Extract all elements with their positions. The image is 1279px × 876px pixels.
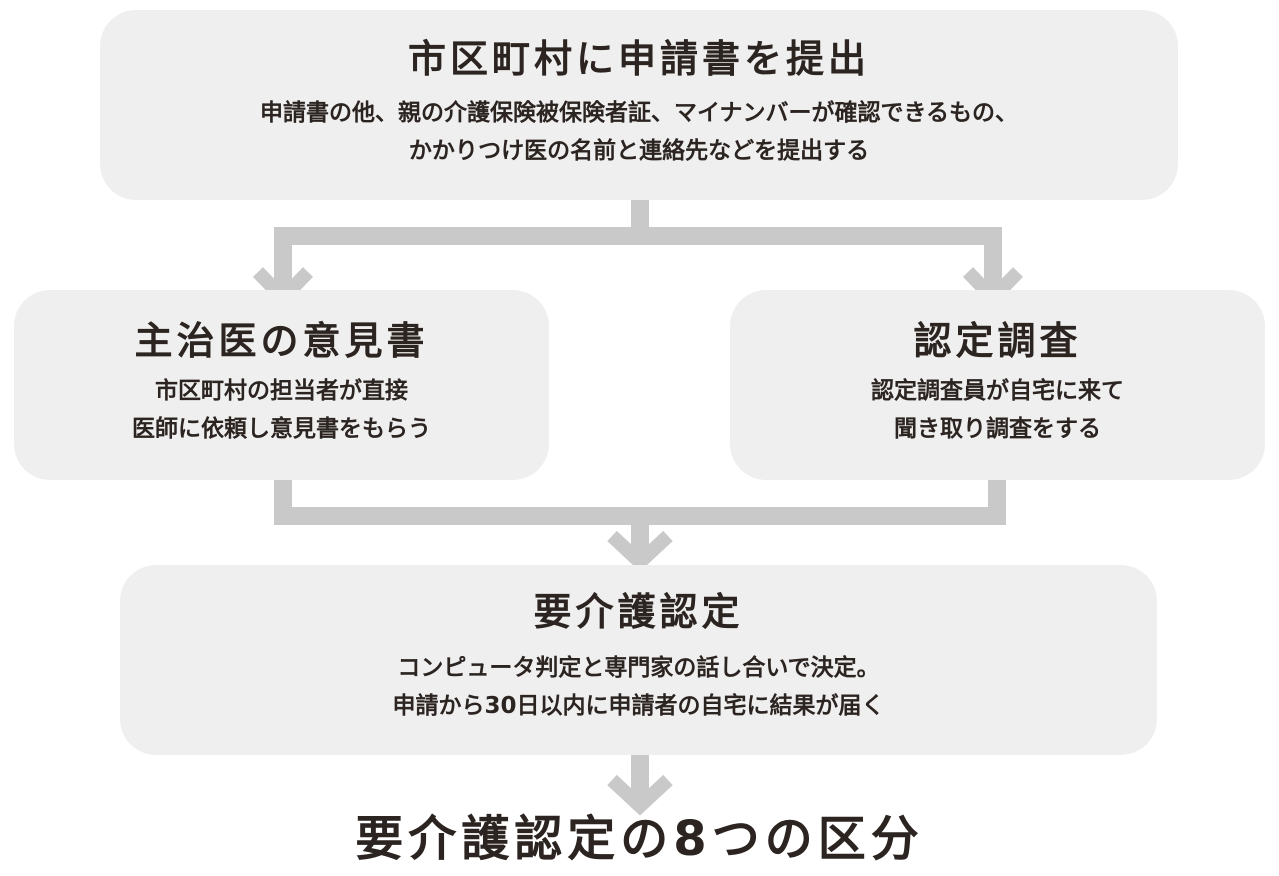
step-doctor-opinion: 主治医の意見書 市区町村の担当者が直接 医師に依頼し意見書をもらう <box>14 290 549 480</box>
step-doctor-line-2: 医師に依頼し意見書をもらう <box>132 416 431 442</box>
step-submit-line-2: かかりつけ医の名前と連絡先などを提出する <box>408 138 870 164</box>
result-title: 要介護認定の8つの区分 <box>355 811 924 867</box>
step-survey-title: 認定調査 <box>913 319 1082 363</box>
step-cert-line-2: 申請から30日以内に申請者の自宅に結果が届く <box>392 693 885 719</box>
step-cert-line-1: コンピュータ判定と専門家の話し合いで決定。 <box>397 655 880 681</box>
step-doctor-title: 主治医の意見書 <box>134 319 429 363</box>
step-submit-description: 申請書の他、親の介護保険被保険者証、マイナンバーが確認できるもの、 かかりつけ医… <box>100 94 1178 170</box>
step-submit-application: 市区町村に申請書を提出 申請書の他、親の介護保険被保険者証、マイナンバーが確認で… <box>100 10 1178 200</box>
step-doctor-line-1: 市区町村の担当者が直接 <box>155 378 408 404</box>
arrowhead-merge-icon <box>607 530 673 572</box>
step-certification-survey: 認定調査 認定調査員が自宅に来て 聞き取り調査をする <box>730 290 1265 480</box>
step-doctor-description: 市区町村の担当者が直接 医師に依頼し意見書をもらう <box>14 372 549 448</box>
step-submit-line-1: 申請書の他、親の介護保険被保険者証、マイナンバーが確認できるもの、 <box>259 100 1019 126</box>
step-cert-description: コンピュータ判定と専門家の話し合いで決定。 申請から30日以内に申請者の自宅に結… <box>120 649 1157 725</box>
step-survey-line-2: 聞き取り調査をする <box>894 416 1101 442</box>
step-survey-description: 認定調査員が自宅に来て 聞き取り調査をする <box>730 372 1265 448</box>
step-submit-title: 市区町村に申請書を提出 <box>407 37 870 81</box>
step-cert-title: 要介護認定 <box>533 590 744 634</box>
arrowhead-final-icon <box>607 774 673 816</box>
step-care-certification: 要介護認定 コンピュータ判定と専門家の話し合いで決定。 申請から30日以内に申請… <box>120 565 1157 755</box>
step-survey-line-1: 認定調査員が自宅に来て <box>871 378 1124 404</box>
